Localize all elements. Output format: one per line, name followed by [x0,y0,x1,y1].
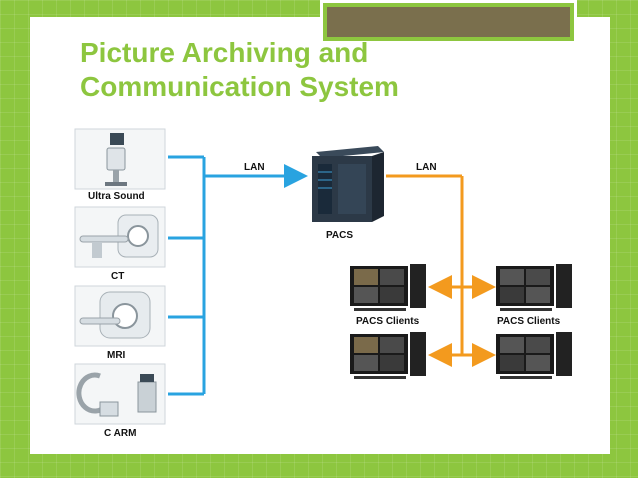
server-label: PACS [326,230,353,241]
device-ct: CT [74,206,166,282]
title-line-1: Picture Archiving and [80,37,369,68]
title-line-2: Communication System [80,71,399,102]
client-workstation-top-right [496,264,572,311]
server-tower-icon [312,146,384,222]
device-label-c-arm: C ARM [104,428,136,439]
client-workstation-bottom-right [496,332,572,379]
mri-scanner-icon [79,291,151,339]
ultrasound-icon [105,133,127,186]
device-mri: MRI [74,285,166,361]
lan-label-left: LAN [244,162,265,173]
clients-label-right: PACS Clients [497,316,561,327]
client-workstation-bottom-left [350,332,426,379]
device-ultrasound: Ultra Sound [74,128,166,202]
title-tab-fill [327,7,570,37]
device-label-ct: CT [111,271,124,282]
lan-bus-right [386,174,496,367]
device-c-arm: C ARM [74,363,166,439]
slide-title: Picture Archiving and Communication Syst… [80,36,399,104]
title-tab [320,0,577,44]
c-arm-icon [76,372,157,417]
device-label-ultrasound: Ultra Sound [88,191,145,202]
lan-label-right: LAN [416,162,437,173]
lan-bus-left [168,155,308,396]
client-workstation-top-left [350,264,426,311]
device-label-mri: MRI [107,350,126,361]
ct-scanner-icon [79,214,159,258]
clients-label-left: PACS Clients [356,316,420,327]
